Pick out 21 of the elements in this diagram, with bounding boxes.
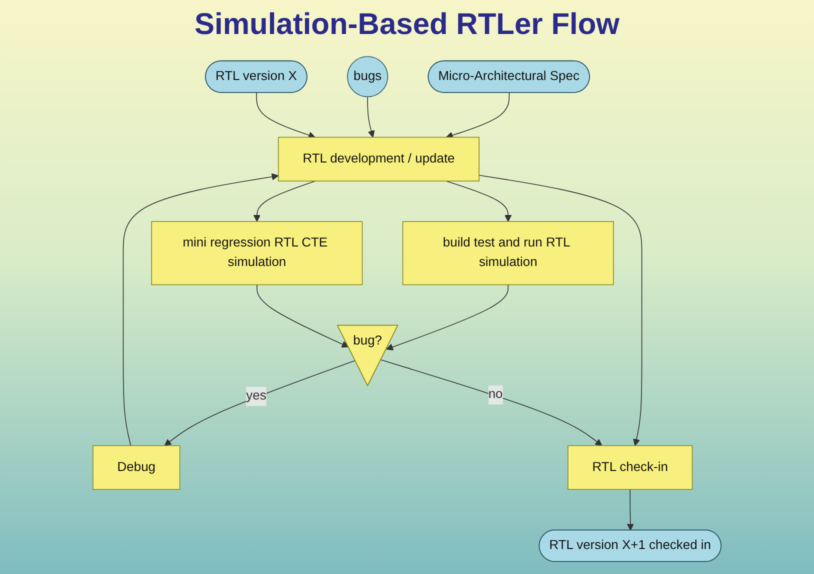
arrow	[164, 360, 356, 446]
edge-label: yes	[246, 389, 266, 403]
node-box: build test and run RTL simulation	[402, 221, 614, 286]
arrow	[367, 96, 375, 138]
arrow	[478, 174, 642, 446]
diagram-title: Simulation-Based RTLer Flow	[193, 7, 621, 43]
node-box: mini regression RTL CTE simulation	[151, 221, 363, 286]
arrow	[380, 360, 602, 446]
arrow	[386, 284, 509, 350]
arrow	[446, 180, 512, 222]
node-box: RTL check-in	[568, 445, 693, 490]
node-box: RTL development / update	[278, 136, 480, 182]
node-box: Debug	[92, 445, 180, 490]
arrow	[256, 92, 316, 139]
arrow	[256, 284, 349, 348]
arrow	[446, 92, 510, 139]
arrow	[626, 489, 634, 531]
arrow	[122, 173, 279, 446]
arrow	[253, 180, 316, 222]
node-circle: bugs	[347, 56, 388, 98]
edge-label: no	[488, 388, 503, 402]
